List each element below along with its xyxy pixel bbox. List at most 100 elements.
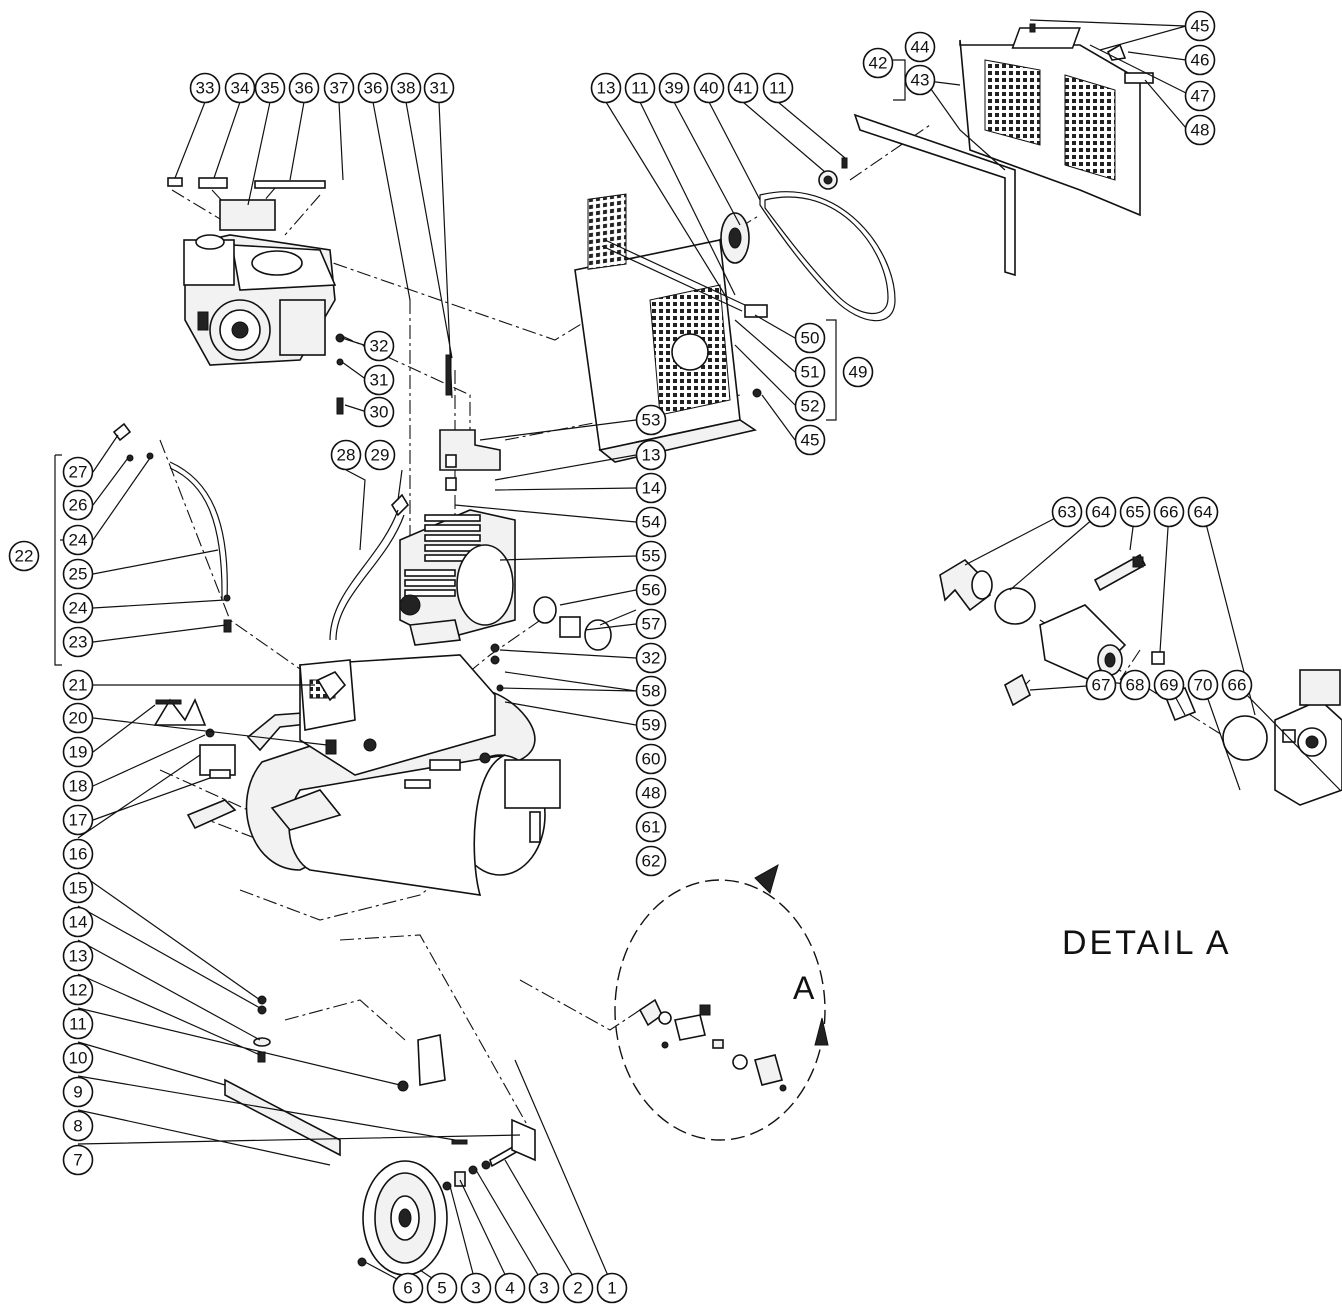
svg-text:9: 9 <box>73 1083 82 1102</box>
callout-2: 2 <box>562 1272 594 1304</box>
svg-text:23: 23 <box>69 633 88 652</box>
callout-33: 33 <box>189 72 221 104</box>
svg-text:55: 55 <box>642 547 661 566</box>
svg-text:26: 26 <box>69 496 88 515</box>
gauge-64a <box>994 587 1036 625</box>
plug-66a <box>1151 651 1165 665</box>
callout-44: 44 <box>904 31 936 63</box>
air-tank <box>153 654 561 1157</box>
valve-bracket <box>417 1034 446 1086</box>
callout-32: 32 <box>363 330 395 362</box>
callout-57: 57 <box>635 608 667 640</box>
back-plate-mesh-left <box>587 193 627 270</box>
callout-48: 48 <box>635 777 667 809</box>
view-label-a: A <box>793 970 815 1006</box>
svg-text:65: 65 <box>1126 503 1145 522</box>
callout-61: 61 <box>635 811 667 843</box>
callout-47: 47 <box>1184 80 1216 112</box>
screw-45b <box>752 388 762 398</box>
svg-text:38: 38 <box>397 79 416 98</box>
callout-24: 24 <box>62 524 94 556</box>
callout-49: 49 <box>842 356 874 388</box>
svg-text:22: 22 <box>15 547 34 566</box>
callout-38: 38 <box>390 72 422 104</box>
callout-11: 11 <box>62 1008 94 1040</box>
decal-60 <box>429 759 461 771</box>
callout-20: 20 <box>62 702 94 734</box>
regulator-knob <box>1299 669 1341 706</box>
callout-14: 14 <box>635 472 667 504</box>
washer-32b <box>490 643 500 653</box>
svg-text:49: 49 <box>849 363 868 382</box>
callout-63: 63 <box>1051 496 1083 528</box>
engine-shroud-top <box>219 199 276 231</box>
callout-13: 13 <box>590 72 622 104</box>
decal-50 <box>744 304 768 318</box>
svg-text:13: 13 <box>642 446 661 465</box>
callout-28: 28 <box>330 439 362 471</box>
svg-text:32: 32 <box>370 337 389 356</box>
callout-67: 67 <box>1085 669 1117 701</box>
svg-text:18: 18 <box>69 777 88 796</box>
svg-text:39: 39 <box>665 79 684 98</box>
callout-21: 21 <box>62 669 94 701</box>
callout-15: 15 <box>62 872 94 904</box>
svg-text:8: 8 <box>73 1117 82 1136</box>
svg-text:33: 33 <box>196 79 215 98</box>
callout-4: 4 <box>494 1272 526 1304</box>
svg-text:24: 24 <box>69 599 88 618</box>
svg-text:30: 30 <box>370 403 389 422</box>
svg-text:14: 14 <box>642 479 661 498</box>
svg-text:13: 13 <box>597 79 616 98</box>
callout-51: 51 <box>794 356 826 388</box>
svg-text:46: 46 <box>1191 51 1210 70</box>
decal-34 <box>198 177 228 189</box>
svg-text:31: 31 <box>370 371 389 390</box>
svg-text:25: 25 <box>69 565 88 584</box>
nut-32 <box>335 333 345 343</box>
nut-24b <box>223 594 231 602</box>
washer-3a <box>442 1181 452 1191</box>
callout-42: 42 <box>862 47 894 79</box>
callout-55: 55 <box>635 540 667 572</box>
callout-53: 53 <box>635 404 667 436</box>
callout-43: 43 <box>904 64 936 96</box>
svg-text:24: 24 <box>69 531 88 550</box>
elbow-20 <box>325 739 337 755</box>
callout-13: 13 <box>635 439 667 471</box>
fitting-23 <box>223 619 232 633</box>
callout-23: 23 <box>62 626 94 658</box>
guard-mesh-right <box>1064 74 1116 181</box>
callout-56: 56 <box>635 574 667 606</box>
assembly-centerlines <box>159 124 1231 1131</box>
leader-lines <box>54 19 1341 1286</box>
svg-text:61: 61 <box>642 818 661 837</box>
svg-text:50: 50 <box>801 329 820 348</box>
decal-33 <box>167 177 183 187</box>
svg-text:60: 60 <box>642 750 661 769</box>
svg-text:1: 1 <box>607 1279 616 1298</box>
svg-text:53: 53 <box>642 411 661 430</box>
svg-text:43: 43 <box>911 71 930 90</box>
view-arrow-top <box>754 863 779 894</box>
svg-text:68: 68 <box>1126 676 1145 695</box>
callout-36: 36 <box>288 72 320 104</box>
svg-text:3: 3 <box>539 1279 548 1298</box>
callout-65: 65 <box>1119 496 1151 528</box>
nut-14 <box>257 995 267 1005</box>
decal-48b <box>404 779 431 789</box>
svg-text:48: 48 <box>642 784 661 803</box>
svg-text:69: 69 <box>1160 676 1179 695</box>
svg-text:6: 6 <box>403 1279 412 1298</box>
callout-68: 68 <box>1119 669 1151 701</box>
callout-6: 6 <box>392 1272 424 1304</box>
callout-16: 16 <box>62 838 94 870</box>
callout-31: 31 <box>363 364 395 396</box>
view-arrow-right <box>814 1017 829 1046</box>
decal-47 <box>1011 27 1081 49</box>
svg-text:34: 34 <box>231 79 250 98</box>
bolt-8 <box>451 1139 468 1145</box>
callout-54: 54 <box>635 506 667 538</box>
tube-25 <box>169 461 228 601</box>
callout-40: 40 <box>693 72 725 104</box>
